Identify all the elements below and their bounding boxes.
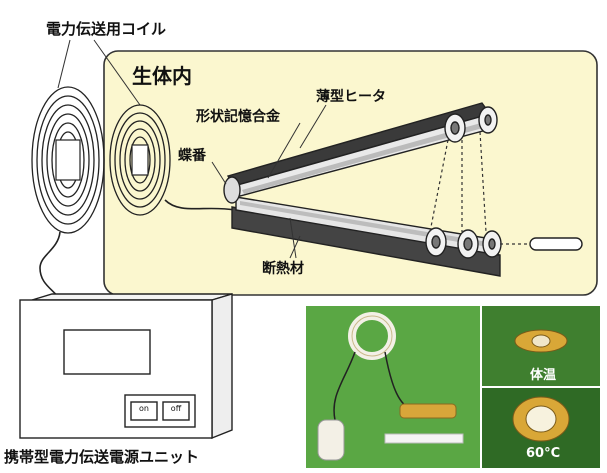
insulator-label: 断熱材 xyxy=(262,261,304,277)
coil-leader-lines xyxy=(57,39,141,106)
switch-off-label: off xyxy=(170,404,182,413)
off-button xyxy=(162,401,190,421)
upper-pulleys xyxy=(444,106,498,143)
hinge xyxy=(223,176,241,204)
in-body-label: 生体内 xyxy=(132,64,192,88)
power-supply-unit xyxy=(19,293,233,440)
lower-pulleys xyxy=(425,227,502,259)
photo-ruler xyxy=(384,433,464,444)
photo-capsule xyxy=(317,419,345,461)
unit-display xyxy=(63,329,151,375)
switch-on-label: on xyxy=(139,404,149,413)
photo-actuator xyxy=(399,403,457,419)
power-unit-label: 携帯型電力伝送電源ユニット xyxy=(4,448,200,466)
actuator-device xyxy=(223,102,583,277)
thin-heater-label: 薄型ヒータ xyxy=(316,89,386,105)
photo-60c-label: 60°C xyxy=(526,446,561,461)
photo-body-temp-label: 体温 xyxy=(530,368,557,383)
photo-panel xyxy=(306,306,600,468)
output-rod xyxy=(529,237,583,251)
on-button xyxy=(130,401,158,421)
label-leaders xyxy=(211,104,327,259)
dashed-wires xyxy=(429,131,528,245)
sma-label: 形状記憶合金 xyxy=(196,109,280,125)
hinge-label: 蝶番 xyxy=(178,148,206,164)
cables xyxy=(39,199,236,301)
implanted-coil xyxy=(109,104,171,216)
coil-label: 電力伝送用コイル xyxy=(46,20,167,38)
external-coil xyxy=(31,86,105,234)
